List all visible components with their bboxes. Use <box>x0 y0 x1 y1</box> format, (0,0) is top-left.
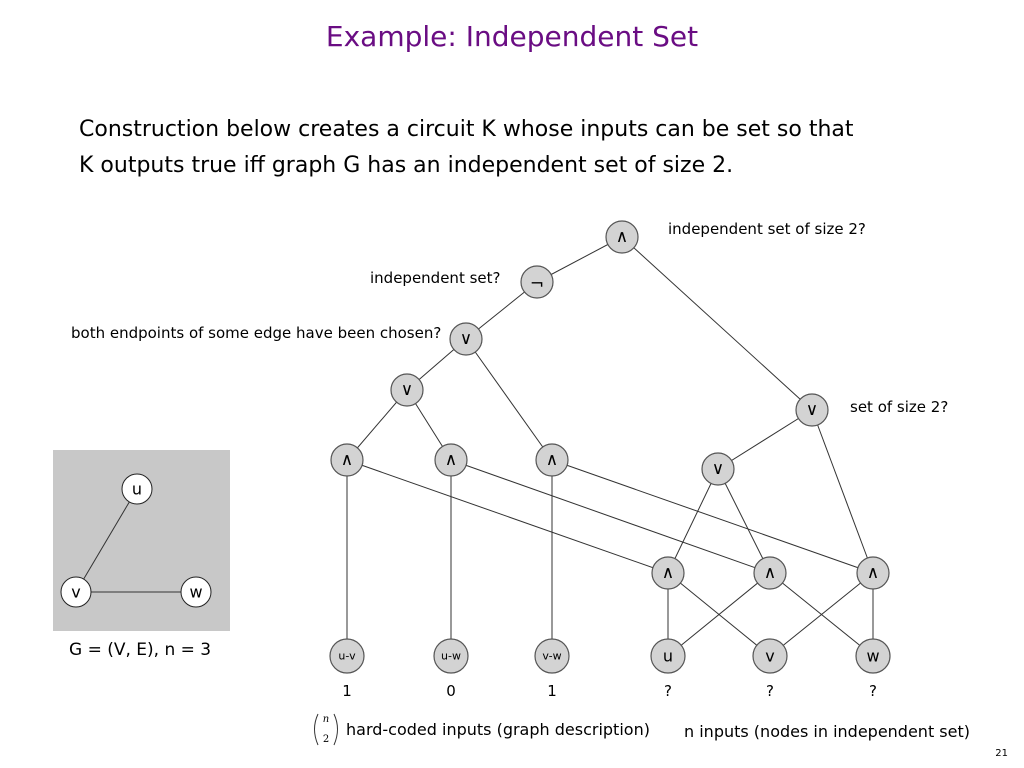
graph-node-v <box>60 576 92 608</box>
graph-node-u-label: u <box>132 480 142 499</box>
and-symbol: ∧ <box>867 563 879 583</box>
or-symbol: ∨ <box>806 400 818 420</box>
input-uv-label: u-v <box>338 650 356 663</box>
intro-line-1: Construction below creates a circuit K w… <box>79 117 854 142</box>
gate-and-uv: ∧ <box>651 556 685 590</box>
graph-edge-u-v <box>75 488 138 593</box>
binomial-n-choose-2: n 2 <box>314 713 338 746</box>
input-vw: v-w <box>534 638 570 674</box>
input-w-label: w <box>866 647 879 666</box>
input-w: w <box>855 638 891 674</box>
intro-text: Construction below creates a circuit K w… <box>79 112 854 184</box>
wire-top-or-size <box>621 236 813 411</box>
gate-or-edge: ∨ <box>449 322 483 356</box>
not-symbol: ¬ <box>530 274 544 294</box>
graph-node-w <box>180 576 212 608</box>
gate-and-1: ∧ <box>330 443 364 477</box>
input-value-uv: 1 <box>342 682 352 700</box>
slide-title: Example: Independent Set <box>325 20 699 53</box>
wire-or-low-and-uw <box>717 468 771 574</box>
input-v-label: v <box>765 647 774 666</box>
graph-g: u v w <box>60 473 212 608</box>
wire-and-vw-v <box>769 572 874 657</box>
gate-and-3: ∧ <box>535 443 569 477</box>
graph-caption: G = (V, E), n = 3 <box>69 640 212 660</box>
and-symbol: ∧ <box>662 563 674 583</box>
gate-and-uw: ∧ <box>753 556 787 590</box>
gate-and-2: ∧ <box>434 443 468 477</box>
input-uv: u-v <box>329 638 365 674</box>
circuit-wires <box>346 236 874 657</box>
wire-and-uw-u <box>667 572 771 657</box>
input-value-w: ? <box>869 682 877 700</box>
intro-line-2: K outputs true iff graph G has an indepe… <box>79 153 734 178</box>
input-value-u: ? <box>664 682 672 700</box>
wire-or-size-and-vw <box>811 409 874 574</box>
input-value-uw: 0 <box>446 682 456 700</box>
gate-and-vw: ∧ <box>856 556 890 590</box>
wire-or-size-or-low <box>717 409 813 470</box>
input-value-vw: 1 <box>547 682 557 700</box>
label-independent-set-size-2: independent set of size 2? <box>668 220 866 238</box>
and-symbol: ∧ <box>341 450 353 470</box>
label-set-of-size-2: set of size 2? <box>850 398 949 416</box>
input-value-v: ? <box>766 682 774 700</box>
label-edge-endpoints-chosen: both endpoints of some edge have been ch… <box>71 324 442 342</box>
gate-or-size: ∨ <box>795 393 829 427</box>
binomial-top: n <box>323 714 329 725</box>
gate-top-and: ∧ <box>605 220 639 254</box>
input-uw: u-w <box>433 638 469 674</box>
and-symbol: ∧ <box>616 227 628 247</box>
binomial-bottom: 2 <box>323 734 329 745</box>
label-n-inputs: n inputs (nodes in independent set) <box>684 722 970 741</box>
wire-and2-and-uw <box>450 459 771 574</box>
wire-and3-and-vw <box>551 459 874 574</box>
wire-or-edge-and3 <box>465 338 553 461</box>
input-u-label: u <box>663 647 673 666</box>
label-hard-coded-inputs: hard-coded inputs (graph description) <box>346 720 650 739</box>
graph-node-v-label: v <box>71 583 80 602</box>
input-vw-label: v-w <box>542 650 561 663</box>
input-uw-label: u-w <box>441 650 461 663</box>
label-independent-set: independent set? <box>370 269 501 287</box>
or-symbol: ∨ <box>712 459 724 479</box>
gate-not: ¬ <box>520 265 554 299</box>
page-number: 21 <box>995 748 1008 759</box>
and-symbol: ∧ <box>445 450 457 470</box>
graph-node-u <box>121 473 153 505</box>
input-u: u <box>650 638 686 674</box>
or-symbol: ∨ <box>401 380 413 400</box>
graph-node-w-label: w <box>189 583 202 602</box>
input-v: v <box>752 638 788 674</box>
or-symbol: ∨ <box>460 329 472 349</box>
gate-or-low: ∨ <box>701 452 735 486</box>
and-symbol: ∧ <box>546 450 558 470</box>
wire-and1-and-uv <box>346 459 669 574</box>
and-symbol: ∧ <box>764 563 776 583</box>
gate-or-mid: ∨ <box>390 373 424 407</box>
wire-or-low-and-uv <box>667 468 719 574</box>
